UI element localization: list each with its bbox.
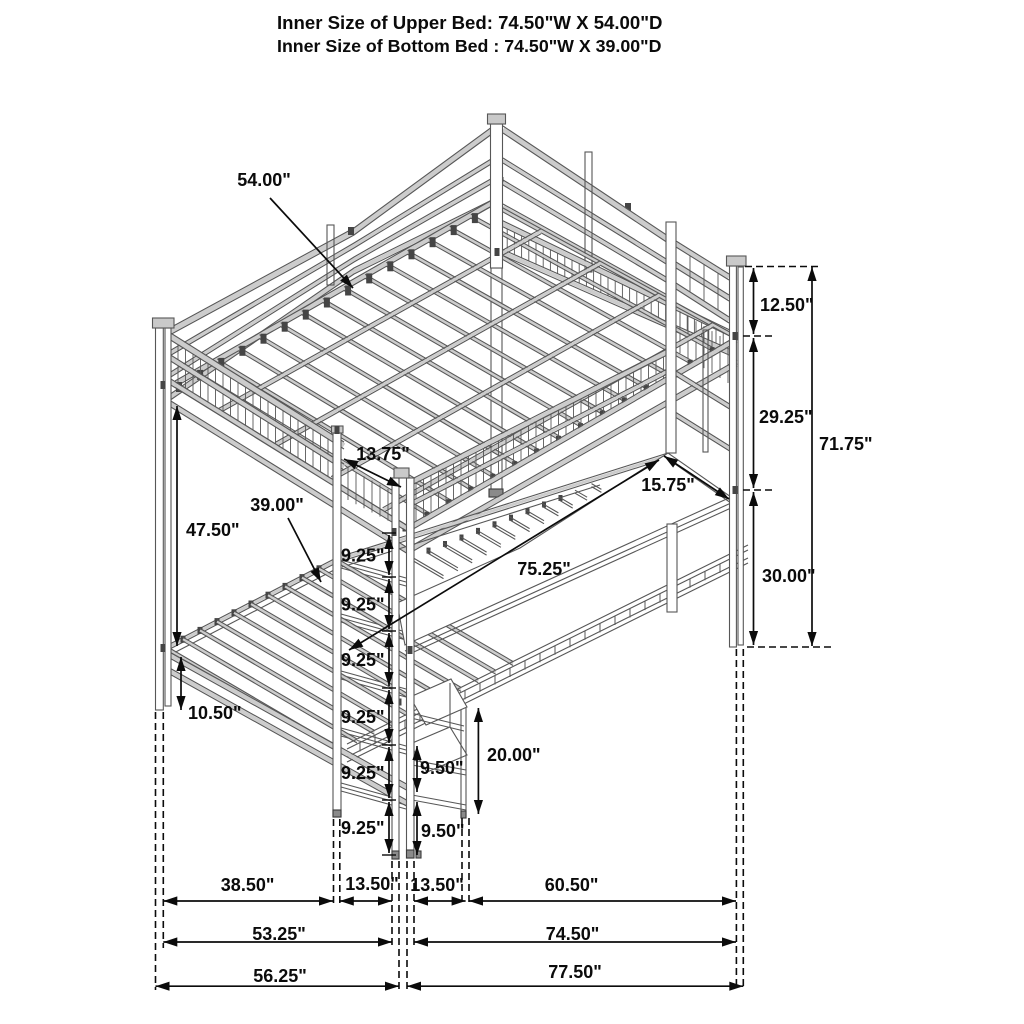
svg-text:10.50": 10.50" — [188, 703, 242, 723]
svg-text:9.25": 9.25" — [341, 546, 385, 566]
svg-text:47.50": 47.50" — [186, 520, 240, 540]
svg-text:9.25": 9.25" — [341, 650, 385, 670]
svg-text:75.25": 75.25" — [517, 559, 571, 579]
svg-text:9.25": 9.25" — [341, 707, 385, 727]
svg-text:56.25": 56.25" — [253, 966, 307, 986]
svg-text:60.50": 60.50" — [545, 875, 599, 895]
svg-text:9.50": 9.50" — [421, 821, 465, 841]
svg-text:38.50": 38.50" — [221, 875, 275, 895]
svg-text:39.00": 39.00" — [250, 495, 304, 515]
svg-text:53.25": 53.25" — [252, 924, 306, 944]
svg-text:Inner Size of Bottom Bed : 74.: Inner Size of Bottom Bed : 74.50"W X 39.… — [277, 36, 662, 56]
svg-text:54.00": 54.00" — [237, 170, 291, 190]
svg-text:13.50": 13.50" — [410, 875, 464, 895]
svg-text:Inner Size of Upper Bed: 74.50: Inner Size of Upper Bed: 74.50"W X 54.00… — [277, 12, 662, 33]
svg-text:30.00": 30.00" — [762, 566, 816, 586]
svg-text:13.75": 13.75" — [356, 444, 410, 464]
svg-text:77.50": 77.50" — [548, 962, 602, 982]
svg-text:15.75": 15.75" — [641, 475, 695, 495]
svg-text:20.00": 20.00" — [487, 745, 541, 765]
svg-text:74.50": 74.50" — [546, 924, 600, 944]
svg-text:12.50": 12.50" — [760, 295, 814, 315]
svg-text:71.75": 71.75" — [819, 434, 873, 454]
svg-text:9.25": 9.25" — [341, 595, 385, 615]
svg-text:9.50": 9.50" — [420, 758, 464, 778]
svg-text:9.25": 9.25" — [341, 818, 385, 838]
svg-text:9.25": 9.25" — [341, 763, 385, 783]
svg-text:29.25": 29.25" — [759, 407, 813, 427]
svg-text:13.50": 13.50" — [345, 874, 399, 894]
